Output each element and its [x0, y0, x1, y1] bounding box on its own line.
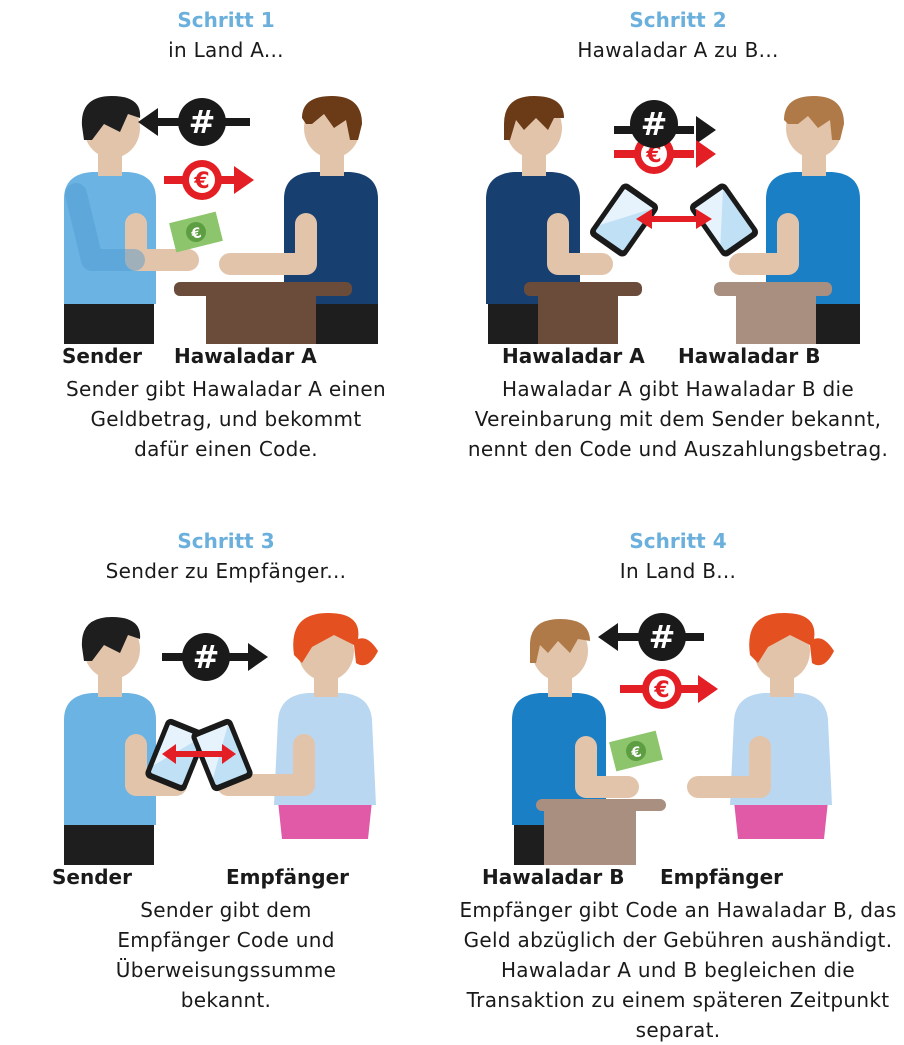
description-line: Überweisungssumme [115, 958, 337, 982]
description-line: Sender gibt Hawaladar A einen [66, 377, 386, 401]
step-description: Sender gibt dem Empfänger Code und Überw… [0, 895, 452, 1015]
description-line: dafür einen Code. [134, 437, 318, 461]
banknote-icon [169, 211, 223, 253]
step-subtitle: Sender zu Empfänger... [105, 559, 347, 583]
step-subtitle: In Land B... [619, 559, 737, 583]
description-line: Vereinbarung mit dem Sender bekannt, [474, 407, 882, 431]
table-base [544, 811, 636, 865]
step-title: Schritt 4 [629, 529, 727, 553]
step-subtitle: Hawaladar A zu B... [577, 38, 779, 62]
description-line: Transaktion zu einem späteren Zeitpunkt [466, 988, 890, 1012]
step-description: Hawaladar A gibt Hawaladar B die Vereinb… [452, 374, 904, 464]
step-3-illustration [64, 613, 378, 865]
sender-figure [64, 96, 199, 344]
left-person-name: Hawaladar A [502, 344, 645, 368]
description-line: Sender gibt dem [140, 898, 312, 922]
description-line: Geldbetrag, und bekommt [90, 407, 362, 431]
step-1-illustration [64, 96, 378, 344]
step-title: Schritt 3 [177, 529, 275, 553]
sender-figure [64, 617, 187, 865]
description-line: Hawaladar A gibt Hawaladar B die [502, 377, 854, 401]
description-line: nennt den Code und Auszahlungsbetrag. [467, 437, 889, 461]
euro-arrow-right-icon [620, 669, 718, 709]
right-person-name: Empfänger [660, 865, 783, 889]
step-4-panel: Schritt 4 In Land B... [452, 521, 904, 1042]
code-arrow-left-icon [598, 613, 704, 661]
table-top [174, 282, 352, 296]
left-person-name: Sender [52, 865, 132, 889]
description-line: Geld abzüglich der Gebühren aushändigt. [463, 928, 893, 952]
exchange-arrow-icon [636, 209, 712, 229]
right-person-name: Hawaladar A [174, 344, 317, 368]
left-person-name: Hawaladar B [482, 865, 625, 889]
step-description: Empfänger gibt Code an Hawaladar B, das … [452, 895, 904, 1045]
step-title: Schritt 1 [177, 8, 275, 32]
hawaladar-a-figure [219, 96, 378, 344]
step-2-panel: Schritt 2 Hawaladar A zu B... [452, 0, 904, 521]
right-person-name: Empfänger [226, 865, 349, 889]
code-arrow-right-icon [162, 633, 268, 681]
description-line: Hawaladar A und B begleichen die [500, 958, 856, 982]
step-title: Schritt 2 [629, 8, 727, 32]
euro-arrow-right-icon [614, 134, 716, 174]
code-symbol-icon [630, 100, 678, 148]
step-2-illustration [486, 96, 860, 344]
table-base [736, 296, 816, 344]
empfaenger-figure [687, 613, 834, 839]
step-4-illustration [512, 613, 834, 865]
description-line: Empfänger gibt Code an Hawaladar B, das [459, 898, 897, 922]
right-person-name: Hawaladar B [678, 344, 821, 368]
description-line: Empfänger Code und [117, 928, 335, 952]
step-3-panel: Schritt 3 Sender zu Empfänger... [0, 521, 452, 1042]
step-1-panel: Schritt 1 in Land A... [0, 0, 452, 521]
table-top [536, 799, 666, 811]
euro-arrow-right-icon [164, 160, 254, 200]
code-arrow-left-icon [138, 98, 250, 146]
table-base [538, 296, 618, 344]
description-line: separat. [635, 1018, 721, 1042]
left-person-name: Sender [62, 344, 142, 368]
description-line: bekannt. [180, 988, 272, 1012]
table-base [206, 296, 316, 344]
exchange-arrow-icon [162, 744, 236, 764]
empfaenger-figure [217, 613, 378, 839]
step-subtitle: in Land A... [168, 38, 284, 62]
step-description: Sender gibt Hawaladar A einen Geldbetrag… [0, 374, 452, 464]
table-top [714, 282, 832, 296]
banknote-icon [609, 730, 663, 772]
table-top [524, 282, 642, 296]
